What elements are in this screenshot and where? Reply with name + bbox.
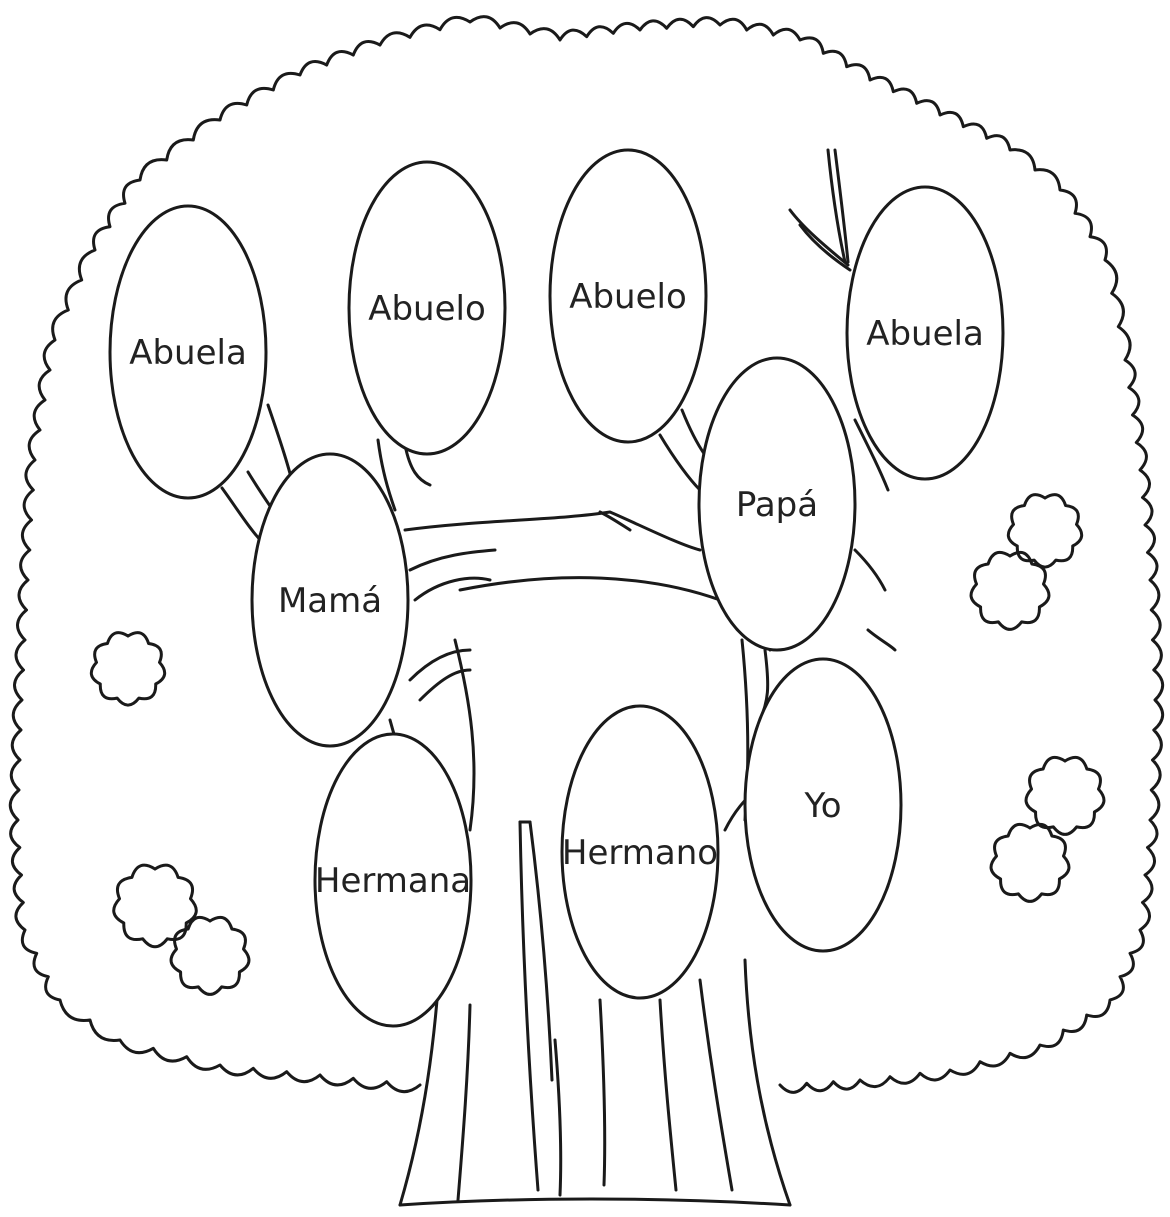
leaf-cluster (969, 550, 1051, 631)
family-member-label: Abuela (129, 333, 247, 373)
leaf-cluster (112, 863, 198, 949)
family-member-label: Abuela (866, 314, 984, 354)
family-member-abuelo-left: Abuelo (347, 160, 507, 456)
family-member-label: Papá (736, 485, 818, 525)
family-member-mama: Mamá (250, 452, 410, 748)
family-member-yo: Yo (743, 657, 903, 953)
family-member-papa: Papá (697, 356, 857, 652)
family-member-hermana: Hermana (313, 732, 473, 1028)
family-member-circle (108, 204, 268, 500)
leaf-cluster (989, 822, 1071, 903)
family-member-hermano: Hermano (560, 704, 720, 1000)
leaf-cluster (1024, 755, 1106, 836)
family-member-abuela-right: Abuela (845, 185, 1005, 481)
family-member-label: Yo (803, 786, 841, 826)
family-member-circle (697, 356, 857, 652)
family-member-circle (845, 185, 1005, 481)
family-member-circle (548, 148, 708, 444)
family-member-label: Hermana (315, 861, 471, 901)
family-member-circle (560, 704, 720, 1000)
family-member-abuelo-right: Abuelo (548, 148, 708, 444)
tree-canopy-outline (8, 15, 1165, 1094)
family-member-abuela-left: Abuela (108, 204, 268, 500)
family-member-label: Abuelo (569, 277, 687, 317)
family-member-circle (347, 160, 507, 456)
family-member-circle (743, 657, 903, 953)
leaf-cluster (1006, 493, 1084, 569)
family-member-label: Mamá (278, 581, 382, 621)
family-member-label: Abuelo (368, 289, 486, 329)
leaf-cluster (169, 915, 251, 996)
family-member-circle (250, 452, 410, 748)
leaf-cluster (89, 631, 167, 707)
family-member-label: Hermano (562, 833, 718, 873)
family-member-circle (313, 732, 473, 1028)
